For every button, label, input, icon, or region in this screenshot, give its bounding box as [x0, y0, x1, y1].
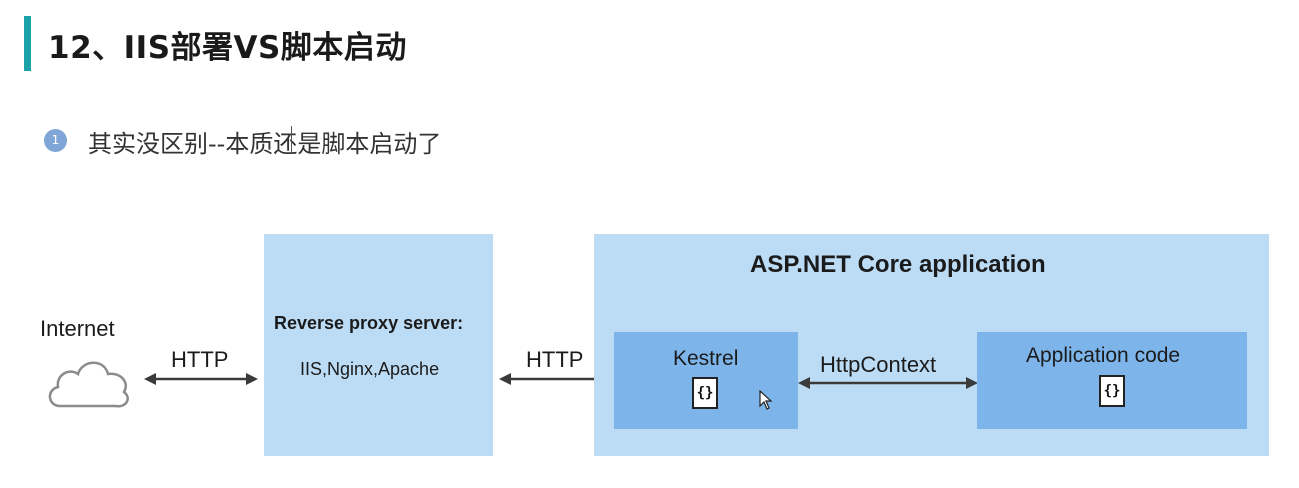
- httpcontext-label: HttpContext: [820, 352, 937, 377]
- cloud-icon: [48, 361, 129, 408]
- reverse-proxy-servers: IIS,Nginx,Apache: [300, 359, 440, 379]
- braces-icon: {}: [692, 377, 718, 409]
- reverse-proxy-title: Reverse proxy server:: [274, 313, 464, 333]
- http-mid-label: HTTP: [526, 347, 584, 372]
- internet-label: Internet: [40, 316, 115, 341]
- mouse-pointer-icon: [759, 390, 773, 410]
- double-arrow-icon: [798, 377, 978, 389]
- application-code-label: Application code: [1026, 344, 1181, 367]
- reverse-proxy-box: [264, 234, 493, 456]
- bullet-text: 其实没区别--本质还是脚本启动了: [88, 130, 442, 158]
- bullet-number-badge: 1: [44, 129, 67, 152]
- braces-icon: {}: [1099, 375, 1125, 407]
- kestrel-label: Kestrel: [673, 347, 739, 370]
- http-left-label: HTTP: [171, 347, 229, 372]
- aspnet-core-app-title: ASP.NET Core application: [750, 251, 1046, 278]
- text-caret: [291, 126, 292, 154]
- slide-title: 12、IIS部署VS脚本启动: [48, 30, 407, 66]
- title-accent-bar: [24, 16, 31, 71]
- double-arrow-icon: [144, 373, 258, 385]
